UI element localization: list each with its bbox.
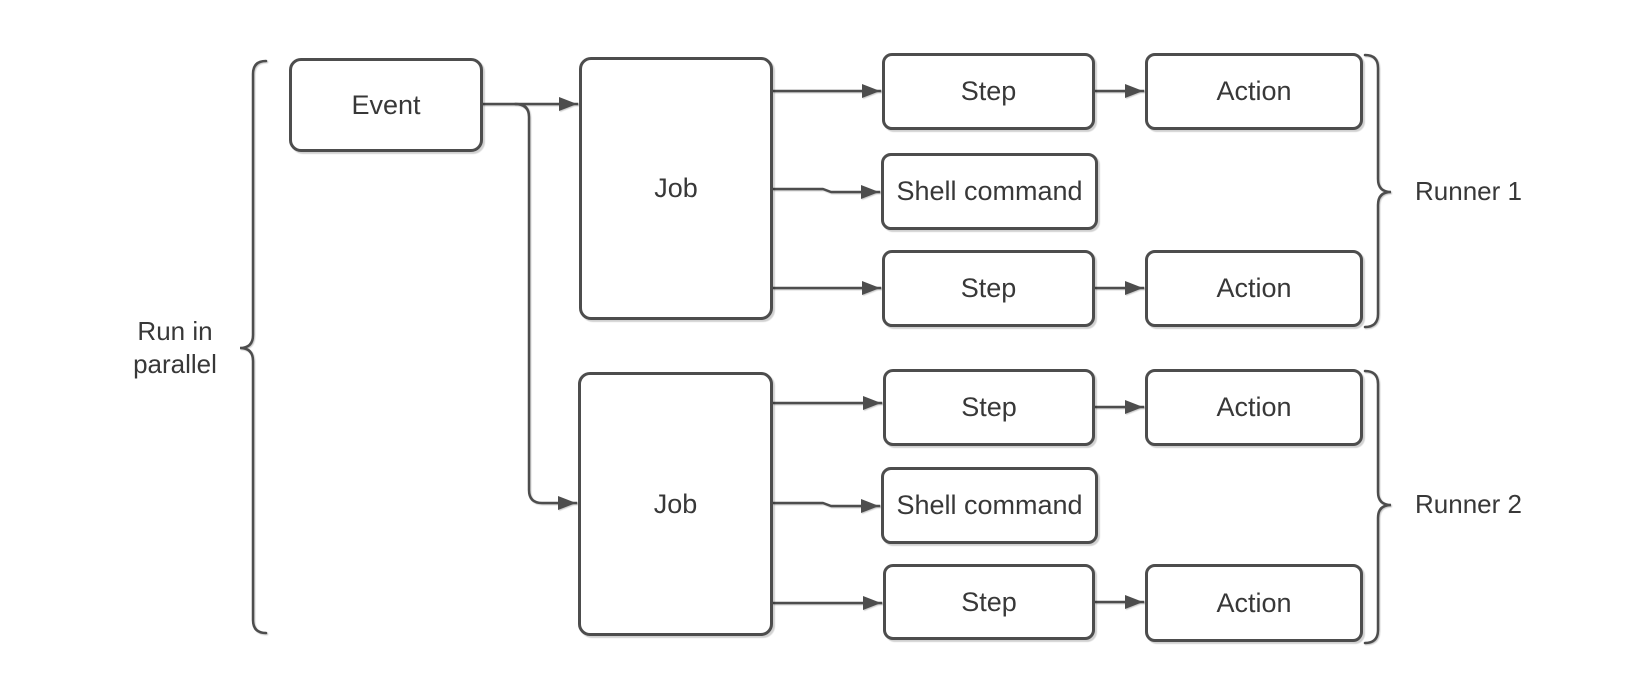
runner2-label: Runner 2 (1415, 489, 1522, 519)
step1a-label: Step (960, 76, 1017, 107)
action1b-label: Action (1216, 273, 1292, 304)
step2a-node: Step (883, 369, 1095, 446)
step2b-label: Step (961, 586, 1017, 617)
job1-node: Job (579, 57, 773, 320)
step1b-node: Step (882, 250, 1095, 327)
job1-label: Job (654, 173, 698, 204)
action2b-node: Action (1145, 564, 1363, 642)
shell-command2-label: Shell command (896, 490, 1083, 521)
step2b-node: Step (883, 564, 1095, 640)
action1a-node: Action (1145, 53, 1363, 130)
brace-runner-1 (1363, 53, 1392, 329)
run-in-parallel-line2: parallel (133, 349, 217, 379)
shell-command1-node: Shell command (881, 153, 1098, 230)
brace-run-in-parallel (239, 59, 268, 635)
edge-job2-to-shell2 (772, 499, 881, 513)
run-in-parallel-label: Run in parallel (105, 315, 245, 381)
step1b-label: Step (960, 273, 1017, 304)
run-in-parallel-line1: Run in (137, 316, 213, 346)
action1a-label: Action (1216, 76, 1292, 107)
brace-runner-2 (1363, 369, 1392, 645)
step1a-node: Step (882, 53, 1095, 130)
shell-command1-label: Shell command (896, 176, 1083, 207)
event-node: Event (289, 58, 483, 152)
action2a-label: Action (1216, 392, 1292, 423)
shell-command2-node: Shell command (881, 467, 1098, 544)
edge-job1-to-shell1 (772, 185, 881, 199)
edge-event-to-job2 (514, 102, 578, 510)
event-label: Event (351, 89, 421, 120)
action1b-node: Action (1145, 250, 1363, 327)
runner1-label: Runner 1 (1415, 176, 1522, 206)
step2a-label: Step (961, 392, 1017, 423)
action2a-node: Action (1145, 369, 1363, 446)
job2-node: Job (578, 372, 773, 636)
job2-label: Job (653, 488, 698, 519)
action2b-label: Action (1216, 587, 1292, 618)
